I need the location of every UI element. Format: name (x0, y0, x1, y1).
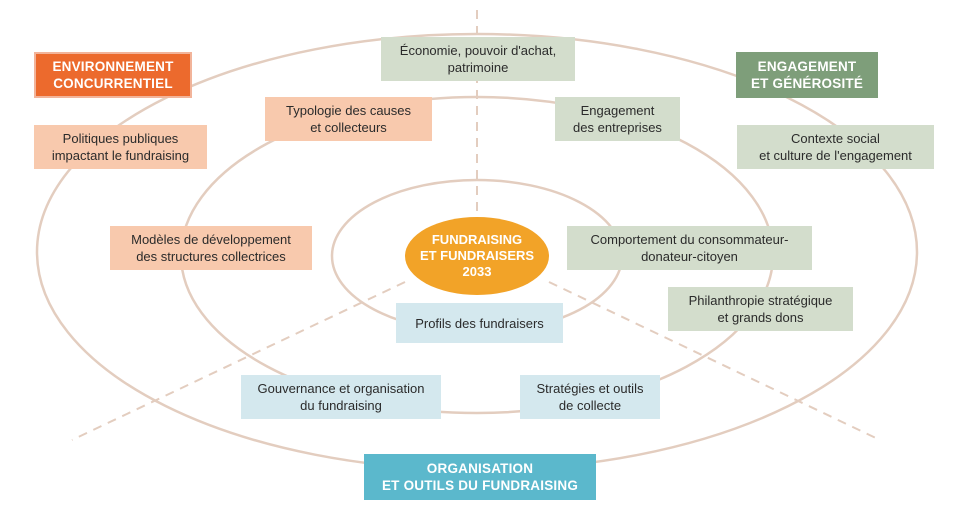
item-politiques-publiques: Politiques publiques impactant le fundra… (34, 125, 207, 169)
divider-left (71, 281, 406, 441)
item-label: Typologie des causes et collecteurs (285, 103, 412, 135)
item-label: Philanthropie stratégique et grands dons (688, 293, 833, 325)
header-organisation: ORGANISATION ET OUTILS DU FUNDRAISING (364, 454, 596, 500)
center-topic: FUNDRAISING ET FUNDRAISERS 2033 (405, 217, 549, 295)
header-environnement-label: ENVIRONNEMENT CONCURRENTIEL (52, 59, 174, 91)
header-environnement: ENVIRONNEMENT CONCURRENTIEL (34, 52, 192, 98)
item-philanthropie: Philanthropie stratégique et grands dons (668, 287, 853, 331)
item-label: Engagement des entreprises (573, 103, 662, 135)
item-label: Profils des fundraisers (415, 315, 544, 331)
item-comportement-consommateur: Comportement du consommateur- donateur-c… (567, 226, 812, 270)
center-label: FUNDRAISING ET FUNDRAISERS 2033 (419, 232, 535, 279)
item-gouvernance: Gouvernance et organisation du fundraisi… (241, 375, 441, 419)
divider-right (548, 281, 881, 441)
header-organisation-label: ORGANISATION ET OUTILS DU FUNDRAISING (381, 461, 579, 493)
item-label: Modèles de développement des structures … (131, 232, 291, 264)
item-label: Comportement du consommateur- donateur-c… (590, 232, 789, 264)
item-label: Gouvernance et organisation du fundraisi… (257, 381, 425, 413)
item-label: Économie, pouvoir d'achat, patrimoine (399, 43, 557, 75)
item-profils-fundraisers: Profils des fundraisers (396, 303, 563, 343)
item-label: Politiques publiques impactant le fundra… (51, 131, 190, 163)
item-contexte-social: Contexte social et culture de l'engageme… (737, 125, 934, 169)
header-engagement-label: ENGAGEMENT ET GÉNÉROSITÉ (750, 59, 864, 91)
header-engagement: ENGAGEMENT ET GÉNÉROSITÉ (736, 52, 878, 98)
item-economie: Économie, pouvoir d'achat, patrimoine (381, 37, 575, 81)
item-label: Contexte social et culture de l'engageme… (759, 131, 912, 163)
item-engagement-entreprises: Engagement des entreprises (555, 97, 680, 141)
item-modeles-developpement: Modèles de développement des structures … (110, 226, 312, 270)
item-typologie-causes: Typologie des causes et collecteurs (265, 97, 432, 141)
item-label: Stratégies et outils de collecte (536, 381, 644, 413)
item-strategies-outils: Stratégies et outils de collecte (520, 375, 660, 419)
